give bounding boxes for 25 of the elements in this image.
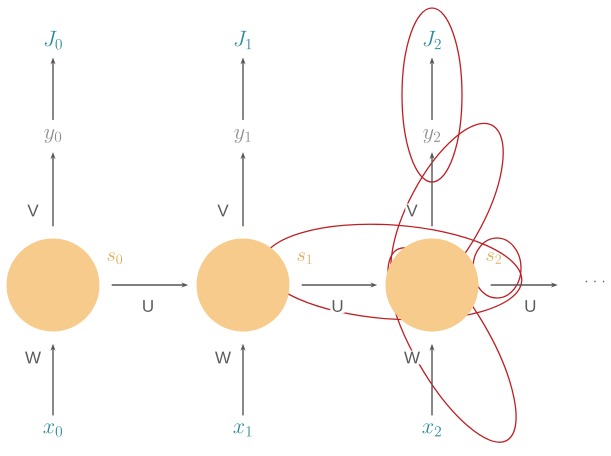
- output-symbol: $y_0$: [44, 128, 62, 144]
- state-label: $s_1$: [298, 252, 312, 264]
- state-label: $s_0$: [108, 252, 122, 264]
- state-circle: [386, 238, 478, 332]
- edge-label: U: [140, 299, 156, 313]
- input-symbol: $x_1$: [233, 423, 252, 436]
- output-symbol: $J_1$: [234, 30, 252, 50]
- input-symbol: $x_0$: [43, 423, 62, 437]
- output-symbol: $y_1$: [234, 128, 251, 144]
- edge-label: V: [405, 204, 419, 218]
- edge-label: W: [214, 350, 232, 364]
- ellipsis: · · ·: [586, 280, 604, 282]
- state-circle: [196, 238, 290, 332]
- edge-label: U: [330, 299, 345, 313]
- output-symbol: $J_0$: [44, 30, 62, 50]
- edge-label: V: [216, 204, 230, 218]
- output-symbol: $J_2$: [424, 30, 441, 50]
- edge-label: W: [24, 350, 42, 364]
- state-circle: [6, 238, 100, 332]
- input-symbol: $x_2$: [422, 423, 441, 436]
- edge-label: W: [402, 350, 422, 364]
- edge-label: U: [523, 299, 538, 313]
- state-label: $s_2$: [486, 252, 501, 264]
- edge-label: V: [26, 204, 40, 218]
- output-symbol: $y_2$: [423, 128, 440, 144]
